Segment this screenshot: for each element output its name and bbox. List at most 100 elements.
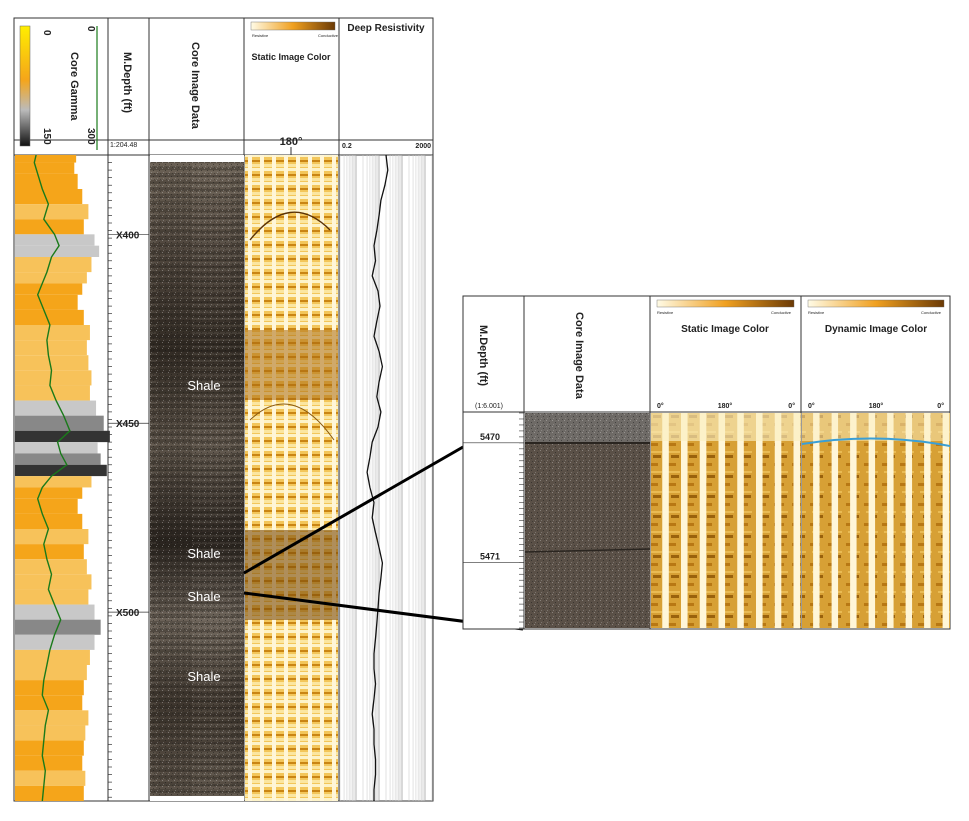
pad-gap — [831, 413, 839, 628]
gamma-fill-segment — [15, 309, 84, 325]
detail-core-title: Core Image Data — [573, 312, 585, 400]
depth-tick-label: X400 — [116, 230, 140, 241]
pad-gap — [774, 413, 782, 628]
pad-gap — [887, 413, 894, 628]
gamma-fill-segment — [15, 294, 78, 310]
resistivity-curve — [366, 154, 389, 801]
pad-gap — [718, 413, 726, 628]
detail-depth-track: 5470 5471 — [463, 412, 524, 629]
main-static-title: Static Image Color — [251, 52, 331, 62]
gamma-fill-segment — [15, 559, 87, 575]
detail-depth-title: M.Depth (ft) — [477, 325, 489, 386]
pad-gap — [793, 413, 801, 628]
main-static-fracture — [249, 211, 331, 241]
detail-dynamic-top-band — [802, 413, 950, 441]
gamma-fill-segment — [15, 340, 87, 356]
core-gap-top — [150, 155, 244, 162]
detail-static-a0: 0° — [657, 402, 664, 410]
gamma-fill-segment — [15, 544, 84, 560]
pad-gap — [662, 413, 669, 628]
pad-gap — [699, 413, 707, 628]
gamma-fill-segment — [15, 155, 77, 163]
pad-gap — [681, 413, 688, 628]
depth-tick-label: X500 — [116, 608, 140, 619]
main-depth-title: M.Depth (ft) — [121, 52, 133, 113]
gamma-fill-segment — [15, 430, 110, 443]
detail-depth-tick-label: 5470 — [480, 432, 500, 442]
gamma-fill-segment — [15, 680, 84, 696]
gamma-line-max: 300 — [85, 128, 96, 145]
gamma-fill-segment — [15, 442, 98, 454]
shale-label-4: Shale — [187, 669, 220, 684]
shale-labels: Shale Shale Shale Shale — [187, 378, 220, 684]
gamma-fill-segment — [15, 649, 90, 665]
gamma-fill-segment — [15, 476, 92, 488]
detail-static-conductive: Conductive — [771, 310, 792, 315]
gamma-fill-segment — [15, 785, 84, 801]
pad-gap — [942, 413, 950, 628]
detail-dynamic-conductive: Conductive — [921, 310, 942, 315]
gamma-fill-segment — [15, 257, 92, 273]
resistivity-title: Deep Resistivity — [347, 23, 425, 34]
pad-gap — [868, 413, 876, 628]
main-header-frame — [13, 17, 434, 156]
detail-depth-scale: (1:6.001) — [475, 403, 503, 410]
gamma-fill-segment — [15, 487, 83, 499]
main-log: 0 150 Core Gamma 0 300 M.Depth (ft) 1:20… — [13, 17, 434, 802]
gamma-fill-segment — [15, 173, 78, 189]
detail-dynamic-scale-bar — [807, 299, 945, 308]
gamma-fill-segment — [15, 770, 86, 786]
main-core-noise — [150, 155, 244, 801]
detail-static-top-band — [651, 413, 801, 441]
shale-label-1: Shale — [187, 378, 220, 393]
main-static-dark-band-2 — [245, 530, 338, 620]
gamma-track — [15, 154, 110, 802]
main-core-image-track — [150, 155, 244, 801]
detail-static-title: Static Image Color — [681, 324, 769, 335]
detail-dip-line — [802, 437, 950, 447]
main-depth-scale: 1:204.48 — [110, 142, 137, 149]
main-static-image-track — [245, 155, 338, 801]
gamma-fill-segment — [15, 370, 92, 386]
gamma-fill-segment — [15, 464, 107, 477]
pad-gap — [756, 413, 763, 628]
gamma-fill-segment — [15, 283, 83, 295]
detail-depth-tick-label: 5471 — [480, 551, 500, 561]
detail-core-fracture — [524, 548, 651, 553]
gamma-fill-segment — [15, 498, 78, 514]
pad-gap — [813, 413, 820, 628]
detail-static-scale-bar — [656, 299, 795, 308]
shale-label-3: Shale — [187, 589, 220, 604]
detail-dynamic-image-track — [802, 413, 950, 628]
gamma-fill-segment — [15, 634, 95, 650]
main-static-dark-band-1 — [245, 330, 338, 400]
gamma-fill-segment — [15, 204, 89, 220]
detail-dynamic-a360: 0° — [937, 402, 944, 410]
connector-top — [243, 445, 464, 575]
gamma-fill-segment — [15, 415, 104, 431]
resistivity-min: 0.2 — [342, 143, 352, 150]
detail-static-gaps — [662, 413, 801, 628]
detail-core-noise — [525, 413, 650, 628]
main-static-resistive: Resistive — [252, 33, 269, 38]
gamma-fill-segment — [15, 725, 86, 741]
gamma-fill-segment — [15, 189, 83, 205]
detail-dynamic-a0: 0° — [808, 402, 815, 410]
gamma-curve — [33, 154, 71, 802]
gamma-fill-segment — [15, 245, 100, 257]
gamma-fill-segment — [15, 574, 92, 590]
detail-dynamic-resistive: Resistive — [808, 310, 825, 315]
main-core-title: Core Image Data — [189, 42, 201, 130]
detail-core-image-track — [524, 413, 651, 628]
gamma-fill-segment — [15, 755, 83, 771]
main-static-angle: 180° — [280, 136, 303, 148]
shale-label-2: Shale — [187, 546, 220, 561]
detail-dynamic-a180: 180° — [869, 402, 884, 410]
detail-dynamic-gaps — [813, 413, 950, 628]
main-static-fracture-2 — [249, 403, 335, 441]
gamma-scale-max: 150 — [41, 128, 52, 145]
gamma-fill-segment — [15, 453, 101, 465]
gamma-fill-segment — [15, 665, 87, 681]
